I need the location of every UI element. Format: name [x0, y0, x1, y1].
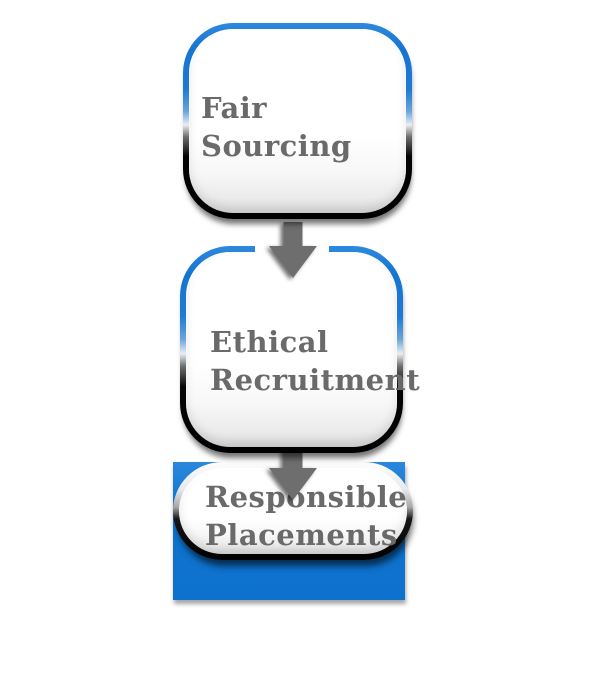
node-label: Ethical Recruitment [186, 301, 421, 399]
label-line: Fair Sourcing [201, 91, 352, 163]
node-border: Fair Sourcing [183, 23, 412, 219]
node-border: Ethical Recruitment [180, 246, 421, 453]
arrow-down-icon [269, 222, 317, 278]
node-label: Fair Sourcing [189, 77, 406, 165]
node-body: Ethical Recruitment [186, 252, 421, 447]
node-responsible-placements: Responsible Placements [173, 462, 414, 670]
node-label: Responsible Placements [179, 468, 407, 554]
label-line: Recruitment [210, 362, 421, 397]
node-border: Responsible Placements [173, 462, 414, 560]
label-line: Placements [205, 518, 398, 552]
node-fair-sourcing: Fair Sourcing [183, 23, 412, 219]
node-body: Responsible Placements [179, 468, 408, 554]
label-line: Responsible [205, 480, 408, 514]
label-line: Ethical [210, 324, 329, 359]
node-body: Fair Sourcing [189, 29, 406, 213]
node-ethical-recruitment: Ethical Recruitment [180, 246, 421, 453]
